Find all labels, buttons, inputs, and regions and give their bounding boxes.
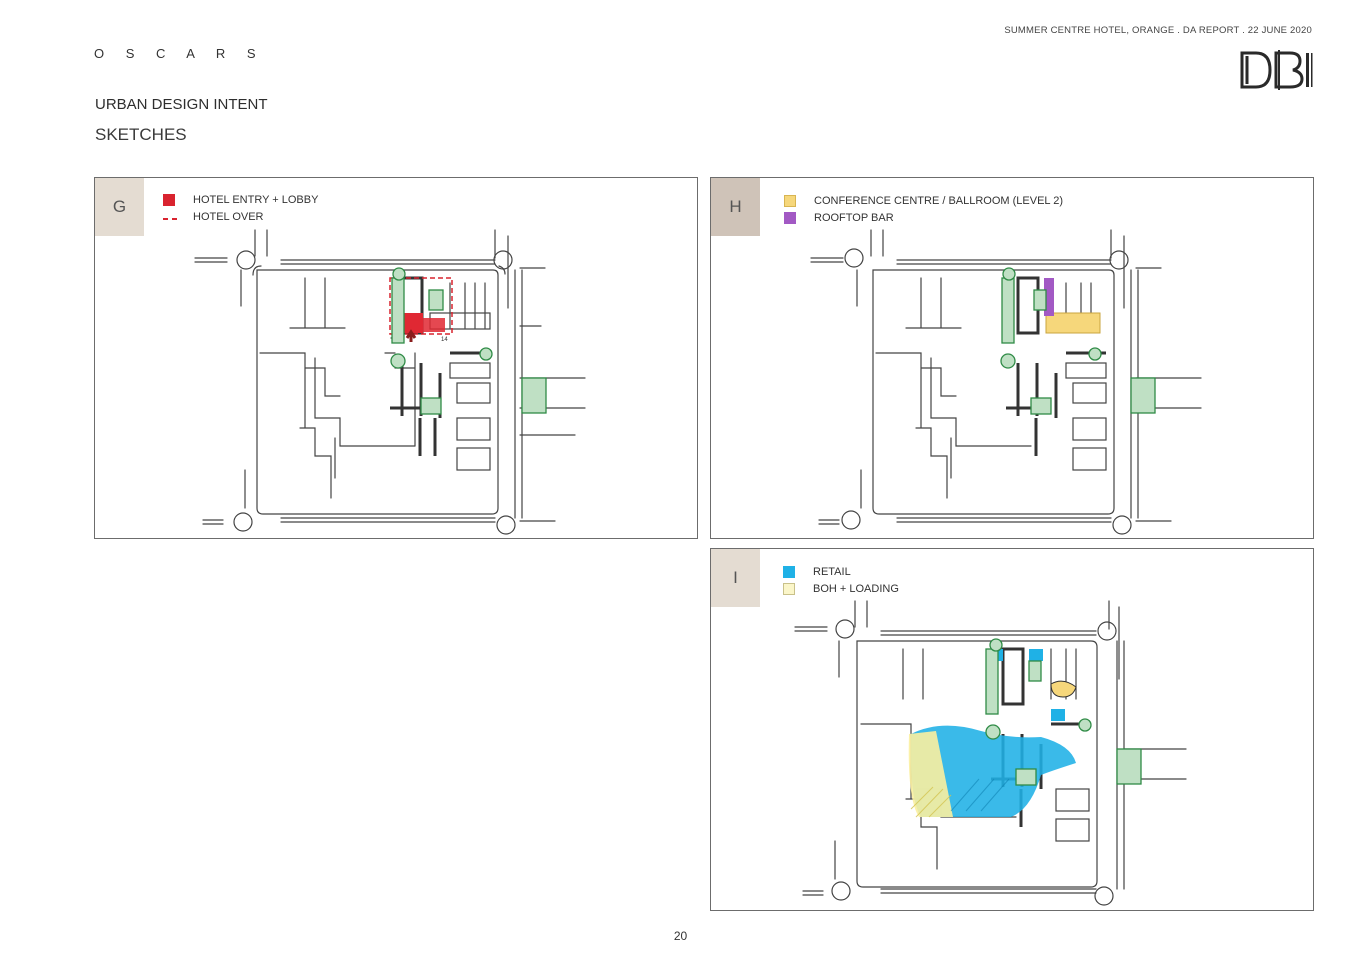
- legend-item: HOTEL OVER: [163, 208, 318, 225]
- page-title: URBAN DESIGN INTENT: [95, 96, 268, 113]
- page-number: 20: [673, 929, 688, 943]
- document-reference: SUMMER CENTRE HOTEL, ORANGE . DA REPORT …: [1004, 25, 1312, 36]
- legend: HOTEL ENTRY + LOBBY HOTEL OVER: [163, 191, 318, 225]
- legend-item: HOTEL ENTRY + LOBBY: [163, 191, 318, 208]
- legend-item: ROOFTOP BAR: [784, 209, 1063, 226]
- legend-label: CONFERENCE CENTRE / BALLROOM (LEVEL 2): [814, 194, 1063, 207]
- site-plan-sketch: [810, 229, 1202, 535]
- page-subtitle: SKETCHES: [95, 125, 187, 144]
- sketch-panel-h: H CONFERENCE CENTRE / BALLROOM (LEVEL 2)…: [710, 177, 1314, 539]
- legend-swatch-rooftop-bar: [784, 211, 796, 224]
- legend-item: RETAIL: [783, 563, 899, 580]
- legend-swatch-boh-loading: [783, 582, 795, 595]
- legend-label: RETAIL: [813, 565, 851, 578]
- legend-label: ROOFTOP BAR: [814, 211, 894, 224]
- sketch-panel-i: I RETAIL BOH + LOADING: [710, 548, 1314, 911]
- legend-label: HOTEL OVER: [193, 210, 264, 223]
- legend-item: CONFERENCE CENTRE / BALLROOM (LEVEL 2): [784, 192, 1063, 209]
- brand-wordmark: O S C A R S: [94, 46, 265, 61]
- legend-item: BOH + LOADING: [783, 580, 899, 597]
- dbi-logo: [1240, 50, 1313, 90]
- panel-letter-badge: I: [711, 549, 760, 607]
- svg-text:14: 14: [441, 337, 448, 343]
- site-plan-sketch: 14: [194, 229, 586, 535]
- legend: CONFERENCE CENTRE / BALLROOM (LEVEL 2) R…: [784, 192, 1063, 226]
- legend-swatch-hotel-entry: [163, 193, 175, 206]
- sketch-panel-g: G HOTEL ENTRY + LOBBY HOTEL OVER: [94, 177, 698, 539]
- legend-label: BOH + LOADING: [813, 582, 899, 595]
- legend-swatch-conference: [784, 194, 796, 207]
- panel-letter-badge: G: [95, 178, 144, 236]
- panel-letter-badge: H: [711, 178, 760, 236]
- legend-label: HOTEL ENTRY + LOBBY: [193, 193, 319, 206]
- legend-swatch-hotel-over: [163, 211, 177, 223]
- legend-swatch-retail: [783, 565, 795, 578]
- site-plan-sketch: [794, 600, 1187, 906]
- legend: RETAIL BOH + LOADING: [783, 563, 899, 597]
